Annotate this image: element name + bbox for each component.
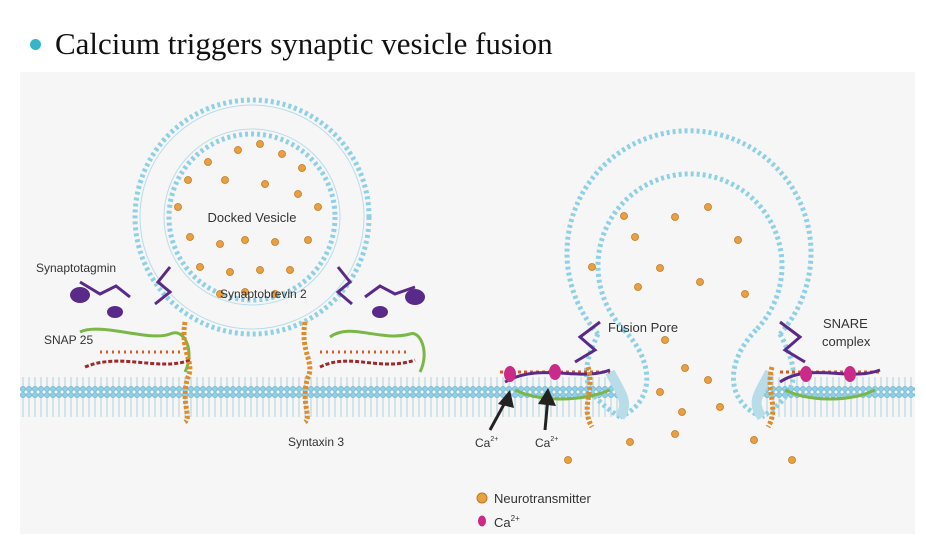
docked-vesicle: Docked Vesicle — [132, 97, 372, 337]
docked-vesicle-label: Docked Vesicle — [208, 210, 297, 225]
synaptobrevin-label: Synaptobrevin 2 — [220, 287, 307, 301]
vesicle-neurotransmitters — [174, 140, 322, 298]
diagram-canvas: Docked Vesicle — [20, 97, 915, 530]
bullet-icon — [30, 38, 41, 50]
plasma-membrane-left — [20, 377, 490, 417]
neurotransmitter-legend-swatch — [476, 492, 488, 504]
calcium-label-right: Ca2+ — [535, 436, 558, 450]
arrowhead-icon — [538, 388, 556, 406]
diagram-labels: Synaptotagmin Synaptobrevin 2 SNAP 25 Sy… — [36, 261, 871, 450]
legend: Neurotransmitter Ca2+ — [476, 491, 591, 530]
calcium-label-left: Ca2+ — [475, 436, 498, 450]
slide-title: Calcium triggers synaptic vesicle fusion — [30, 26, 553, 62]
fusing-vesicle — [564, 128, 814, 421]
snare-complex-label-line1: SNARE — [823, 316, 868, 331]
released-neurotransmitters — [564, 203, 796, 464]
snap25-label: SNAP 25 — [44, 333, 93, 347]
snare-complex-label-line2: complex — [822, 334, 871, 349]
page-title: Calcium triggers synaptic vesicle fusion — [55, 26, 553, 61]
arrowhead-icon — [498, 390, 514, 408]
bound-calcium-ions — [504, 364, 856, 382]
synaptotagmin-label: Synaptotagmin — [36, 261, 116, 275]
vesicle-fusion-diagram: Docked Vesicle — [20, 72, 915, 534]
calcium-legend-swatch — [478, 515, 486, 527]
snare-proteins-left — [70, 266, 426, 425]
legend-neurotransmitter-label: Neurotransmitter — [494, 491, 591, 506]
legend-calcium-label: Ca2+ — [494, 514, 520, 530]
syntaxin-label: Syntaxin 3 — [288, 435, 344, 449]
calcium-influx-arrows — [488, 388, 556, 431]
fusion-pore-label: Fusion Pore — [608, 320, 678, 335]
